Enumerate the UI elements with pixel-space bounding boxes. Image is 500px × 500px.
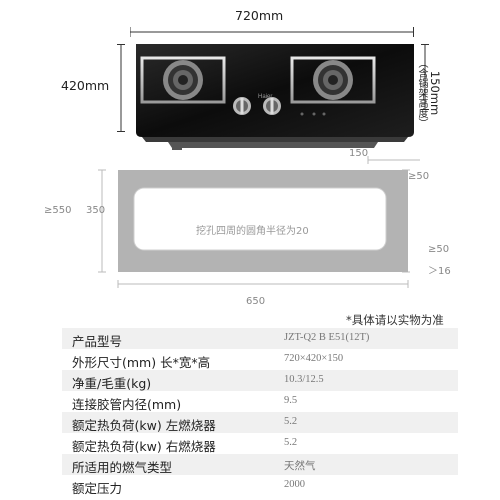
spec-label: 额定压力: [72, 481, 123, 496]
spec-value: 5.2: [284, 437, 298, 448]
table-row: 外形尺寸(mm) 长*宽*高 720×420×150: [62, 349, 458, 370]
spec-value: JZT-Q2 B E51(12T): [284, 332, 370, 343]
spec-label: 额定热负荷(kw) 左燃烧器: [72, 418, 216, 433]
table-row: 所适用的燃气类型 天然气: [62, 454, 458, 475]
table-row: 净重/毛重(kg) 10.3/12.5: [62, 370, 458, 391]
height-note: （含锅架高度）: [416, 58, 427, 128]
height-label: 150mm: [428, 70, 442, 116]
spec-label: 净重/毛重(kg): [72, 376, 152, 391]
cutout-right-bottom2-dim: ＞16: [428, 266, 451, 277]
cutout-diagram: [90, 148, 450, 318]
spec-table: 产品型号 JZT-Q2 B E51(12T) 外形尺寸(mm) 长*宽*高 72…: [0, 326, 500, 500]
spec-value: 5.2: [284, 416, 298, 427]
disclaimer-note: *具体请以实物为准: [346, 313, 444, 327]
spec-label: 所适用的燃气类型: [72, 460, 173, 475]
spec-value: 2000: [284, 479, 305, 490]
stove-image: Haier: [128, 40, 418, 152]
cutout-right-top-dim: ≥50: [408, 171, 430, 182]
table-row: 额定热负荷(kw) 左燃烧器 5.2: [62, 412, 458, 433]
depth-label: 420mm: [61, 78, 110, 93]
table-row: 额定热负荷(kw) 右燃烧器 5.2: [62, 433, 458, 454]
cutout-top-dim: 150: [349, 148, 369, 159]
height-dimension-line: [421, 44, 429, 110]
table-row: 产品型号 JZT-Q2 B E51(12T): [62, 328, 458, 349]
table-row: 连接胶管内径(mm) 9.5: [62, 391, 458, 412]
spec-label: 外形尺寸(mm) 长*宽*高: [72, 355, 211, 370]
width-label: 720mm: [235, 8, 284, 23]
spec-label: 产品型号: [72, 334, 123, 349]
cutout-left-inner-dim: 350: [86, 205, 106, 216]
cutout-center-note: 挖孔四周的圆角半径为20: [196, 226, 309, 237]
width-dimension-line: [130, 27, 414, 37]
brand-logo: Haier: [258, 94, 273, 100]
depth-dimension-line: [117, 44, 125, 132]
spec-value: 9.5: [284, 395, 298, 406]
spec-value: 10.3/12.5: [284, 374, 324, 385]
spec-label: 连接胶管内径(mm): [72, 397, 182, 412]
cutout-left-outer-dim: ≥550: [44, 205, 72, 216]
spec-label: 额定热负荷(kw) 右燃烧器: [72, 439, 216, 454]
spec-value: 720×420×150: [284, 353, 344, 364]
cutout-bottom-dim: 650: [246, 296, 266, 307]
spec-value: 天然气: [284, 461, 316, 472]
table-row: 额定压力 2000: [62, 475, 458, 496]
cutout-right-bottom-dim: ≥50: [428, 244, 450, 255]
